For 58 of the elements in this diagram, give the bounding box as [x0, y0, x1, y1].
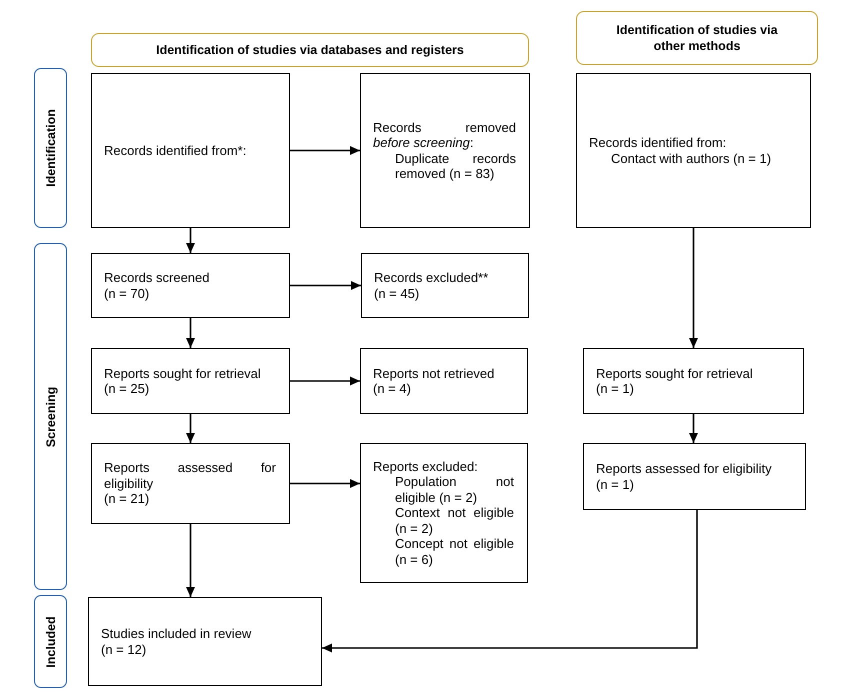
step-title: Records identified from*: — [104, 142, 248, 158]
step-title: Studies included in review — [101, 626, 252, 642]
step-detail: Population not eligible (n = 2) — [394, 474, 514, 506]
step-title: Reports not retrieved — [373, 366, 496, 381]
arrow — [186, 228, 195, 253]
step-title: Records identified from: — [589, 135, 728, 150]
arrow — [186, 414, 195, 443]
step-detail: (n = 21) — [104, 491, 150, 507]
section-title: Identification of studies via databases and registers — [155, 42, 465, 58]
step-detail: (n = 25) — [104, 381, 150, 396]
process-box — [583, 443, 806, 510]
process-box — [91, 443, 290, 524]
step-detail: Contact with authors (n = 1) — [610, 150, 772, 166]
process-box — [576, 73, 811, 228]
process-box — [361, 253, 529, 318]
phase-band — [34, 68, 67, 228]
process-box — [360, 443, 528, 583]
section-header — [576, 11, 818, 65]
step-title: Reports sought for retrieval — [104, 366, 262, 381]
arrow — [322, 510, 698, 652]
step-detail: Duplicate records removed (n = 83) — [394, 150, 516, 182]
process-box — [360, 73, 530, 228]
section-header — [91, 33, 529, 67]
section-title: Identification of studies via other methods — [615, 22, 779, 54]
phase-band — [34, 243, 67, 590]
arrow — [186, 524, 195, 597]
step-detail: (n = 4) — [373, 381, 412, 396]
step-title: Reports assessed for eligibility — [596, 461, 773, 476]
step-title: Records excluded** — [374, 270, 490, 286]
step-title: Reports assessed for eligibility — [104, 460, 276, 492]
process-box — [360, 348, 528, 414]
arrow — [290, 281, 361, 290]
process-box — [91, 348, 290, 414]
process-box — [583, 348, 804, 414]
step-detail: Context not eligible (n = 2) — [394, 505, 514, 536]
process-box — [91, 73, 290, 228]
phase-band — [34, 595, 67, 688]
arrow — [689, 414, 698, 443]
phase-label: Included — [44, 616, 58, 668]
step-title: Records removed before screening: — [373, 120, 516, 150]
step-detail: (n = 70) — [104, 286, 150, 301]
arrow — [290, 376, 360, 386]
phase-label: Screening — [44, 386, 58, 447]
step-detail: (n = 1) — [596, 476, 635, 492]
arrow — [186, 318, 195, 348]
step-detail: (n = 12) — [101, 642, 148, 657]
step-title: Reports excluded: — [373, 458, 479, 474]
process-box — [91, 253, 290, 318]
step-title: Records screened — [104, 270, 210, 286]
step-title: Reports sought for retrieval — [596, 366, 754, 381]
step-detail: Concept not eligible (n = 6) — [394, 536, 514, 568]
step-detail: (n = 1) — [596, 381, 635, 396]
arrow — [290, 479, 360, 488]
step-detail: (n = 45) — [374, 286, 420, 301]
phase-label: Identification — [44, 109, 58, 187]
process-box — [88, 597, 322, 686]
arrow — [689, 228, 698, 348]
arrow — [290, 146, 360, 155]
